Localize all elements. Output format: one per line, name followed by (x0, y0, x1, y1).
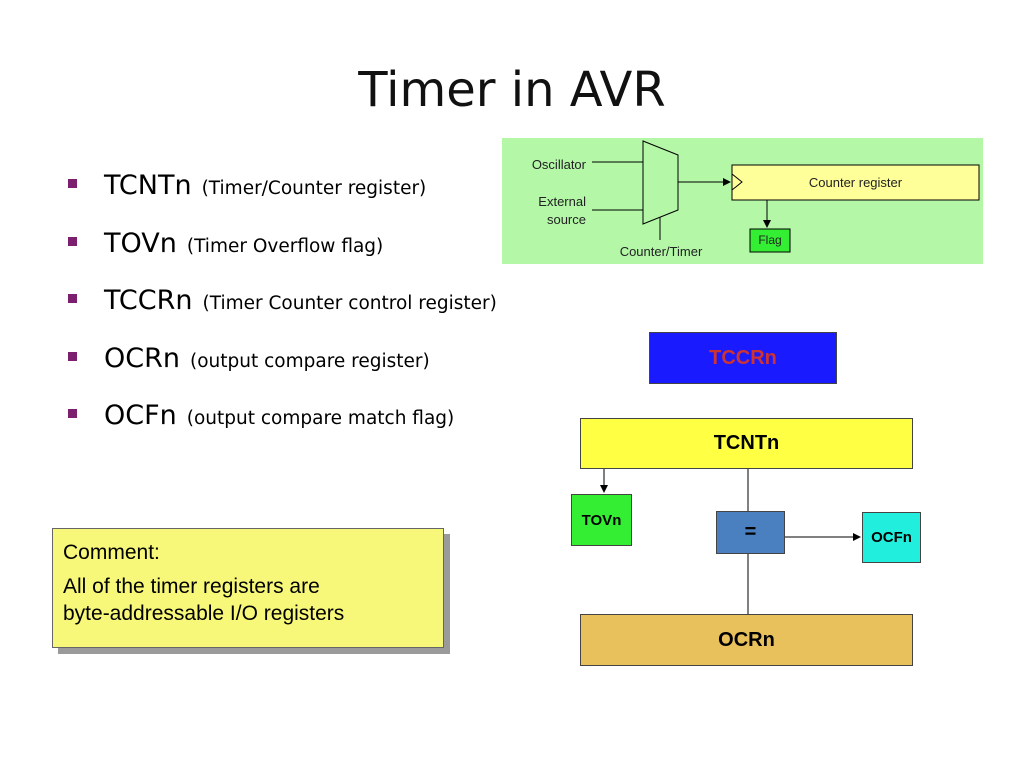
comment-line: All of the timer registers are (63, 575, 320, 598)
bullet-description: (output compare match flag) (186, 408, 455, 429)
counter-timer-label: Counter/Timer (619, 244, 703, 259)
bullet-term: OCFn (104, 400, 177, 431)
timer-block-diagram: Oscillator External source Counter/Timer… (502, 138, 983, 264)
external-label-line1: External (538, 194, 586, 209)
bullet-square-icon (68, 236, 77, 246)
bullet-square-icon (68, 351, 77, 361)
multiplexer-shape (642, 140, 679, 225)
ocfn-box: OCFn (862, 512, 921, 563)
tcntn-box: TCNTn (580, 418, 913, 469)
bullet-item: OCRn (output compare register) (68, 343, 548, 401)
bullet-item: TCCRn (Timer Counter control register) (68, 285, 548, 343)
compare-box: = (716, 511, 785, 554)
bullet-term: TOVn (104, 227, 177, 259)
bullet-term: TCCRn (104, 285, 193, 316)
slide-title: Timer in AVR (358, 62, 666, 118)
bullet-description: (Timer Counter control register) (202, 293, 497, 314)
external-label-line2: source (546, 212, 586, 227)
bullet-description: (Timer Overflow flag) (186, 235, 384, 257)
bullet-square-icon (68, 409, 77, 418)
bullet-square-icon (68, 294, 77, 303)
bullet-description: (output compare register) (189, 350, 430, 372)
counter-register-label: Counter register (808, 175, 903, 190)
oscillator-label: Oscillator (531, 157, 586, 172)
bullet-item: OCFn (output compare match flag) (68, 400, 548, 458)
flag-label: Flag (758, 233, 782, 247)
comment-box: Comment: All of the timer registers are … (52, 528, 444, 648)
ocrn-box: OCRn (580, 614, 913, 666)
bullet-item: TOVn (Timer Overflow flag) (68, 228, 548, 286)
counter-register-box (731, 164, 980, 201)
tccrn-box: TCCRn (649, 332, 837, 384)
flag-box (749, 228, 791, 253)
comment-line: byte-addressable I/O registers (63, 602, 345, 625)
bullet-square-icon (68, 179, 77, 188)
clock-input-symbol (731, 173, 743, 191)
bullet-list: TCNTn (Timer/Counter register) TOVn (Tim… (68, 170, 548, 458)
comment-heading: Comment: (63, 541, 160, 564)
bullet-description: (Timer/Counter register) (201, 178, 427, 199)
bullet-item: TCNTn (Timer/Counter register) (68, 170, 548, 228)
bullet-term: TCNTn (104, 170, 192, 201)
block-diagram-wiring (592, 140, 980, 253)
tovn-box: TOVn (571, 494, 632, 546)
bullet-term: OCRn (104, 342, 180, 374)
